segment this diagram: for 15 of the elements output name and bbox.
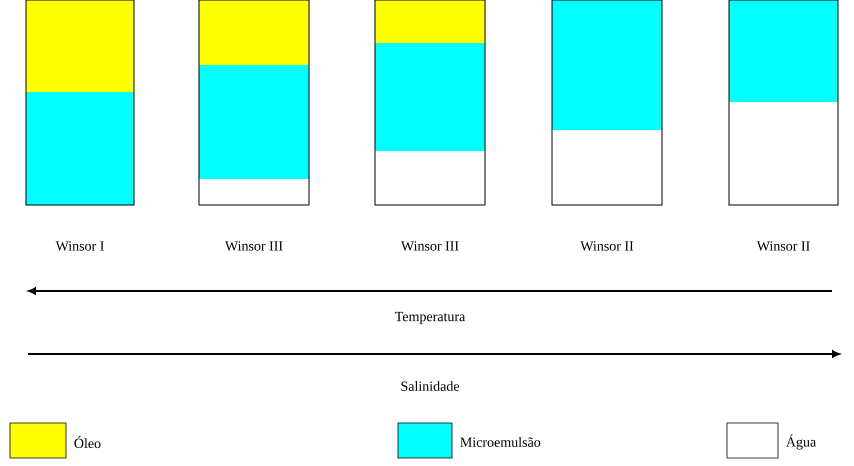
tube-label: Winsor I bbox=[56, 241, 104, 251]
legend-label: Óleo bbox=[74, 436, 101, 448]
container-drawing bbox=[728, 0, 838, 206]
container-drawing bbox=[198, 0, 310, 206]
tube-label: Winsor II bbox=[756, 241, 810, 251]
legend-label: Microemulsão bbox=[460, 437, 540, 447]
tube-label: Winsor II bbox=[580, 241, 634, 251]
container-drawing bbox=[552, 0, 662, 206]
axis-label: Temperatura bbox=[395, 312, 466, 324]
axis-label: Salinidade bbox=[401, 381, 460, 391]
legend-label: Água bbox=[786, 434, 816, 450]
container-drawing bbox=[374, 0, 486, 206]
container-drawing bbox=[26, 0, 134, 206]
tube-label: Winsor III bbox=[400, 241, 459, 251]
tube-label: Winsor III bbox=[224, 241, 283, 251]
